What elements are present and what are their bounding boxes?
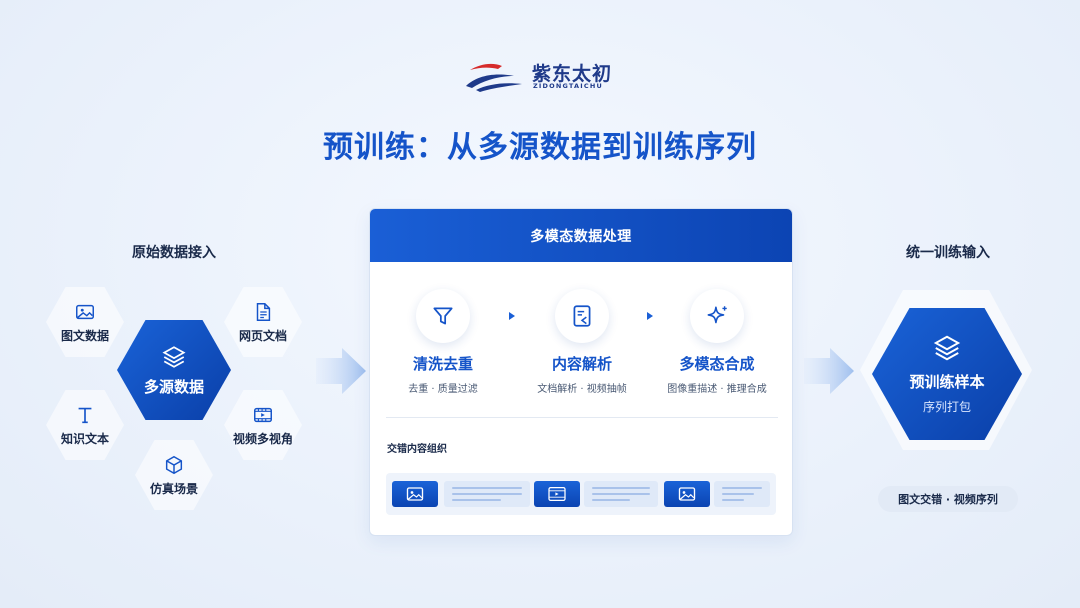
logo-name: 紫东太初 xyxy=(532,63,613,85)
output-hex: 预训练样本 序列打包 xyxy=(872,308,1022,440)
source-label: 网页文档 xyxy=(238,328,287,343)
logo-subtitle: ZIDONGTAICHU xyxy=(533,82,603,90)
layers-icon xyxy=(162,345,186,368)
image-token-block xyxy=(392,481,438,507)
step-arrow-icon xyxy=(647,312,653,320)
image-token-block xyxy=(664,481,710,507)
text-token-block xyxy=(584,481,658,507)
image-icon xyxy=(678,487,696,501)
text-token-block xyxy=(714,481,770,507)
image-icon xyxy=(76,304,94,319)
step-clean-dedup: 清洗去重 去重 · 质量过滤 xyxy=(373,289,513,395)
processing-panel: 多模态数据处理 清洗去重 去重 · 质量过滤 内容解析 文档解析 · 视频抽帧 … xyxy=(369,208,793,536)
step-content-parse: 内容解析 文档解析 · 视频抽帧 xyxy=(512,289,652,395)
source-label: 仿真场景 xyxy=(149,481,198,496)
output-format-pill: 图文交错 · 视频序列 xyxy=(878,486,1018,512)
flow-arrow-right xyxy=(804,348,854,398)
source-label: 视频多视角 xyxy=(232,431,293,446)
right-section-label: 统一训练输入 xyxy=(906,245,990,261)
step-title: 清洗去重 xyxy=(412,355,473,373)
logo-swoosh-icon xyxy=(466,63,522,92)
source-hex-simulation: 仿真场景 xyxy=(135,440,213,510)
text-token-block xyxy=(444,481,530,507)
chevron-right-icon xyxy=(804,348,854,394)
step-multimodal-synthesis: 多模态合成 图像重描述 · 推理合成 xyxy=(647,289,787,395)
image-icon xyxy=(406,487,424,501)
text-icon xyxy=(78,407,92,423)
interleaved-sequence-strip xyxy=(386,473,776,515)
left-section-label: 原始数据接入 xyxy=(132,245,216,261)
filter-icon xyxy=(433,307,453,325)
panel-header: 多模态数据处理 xyxy=(370,209,792,262)
layers-icon xyxy=(933,335,961,361)
sparkle-icon xyxy=(707,306,727,324)
cube-icon xyxy=(165,455,183,474)
source-hex-video: 视频多视角 xyxy=(224,390,302,460)
parse-icon xyxy=(573,305,591,327)
video-icon xyxy=(254,407,272,422)
document-icon xyxy=(256,302,271,321)
video-token-block xyxy=(534,481,580,507)
step-icon-circle xyxy=(416,289,470,343)
step-title: 内容解析 xyxy=(551,355,612,373)
panel-divider xyxy=(386,417,778,418)
step-arrow-icon xyxy=(509,312,515,320)
step-subtitle: 文档解析 · 视频抽帧 xyxy=(537,384,627,395)
center-hex-multisource: 多源数据 xyxy=(117,320,231,420)
interleave-label: 交错内容组织 xyxy=(387,444,447,455)
step-title: 多模态合成 xyxy=(679,355,755,373)
center-hex-label: 多源数据 xyxy=(143,377,204,396)
output-hex-title: 预训练样本 xyxy=(909,373,985,391)
step-icon-circle xyxy=(690,289,744,343)
page-title: 预训练：从多源数据到训练序列 xyxy=(323,130,757,165)
source-label: 图文数据 xyxy=(60,328,109,343)
source-label: 知识文本 xyxy=(60,431,109,446)
flow-arrow-left xyxy=(316,348,366,398)
source-hex-knowledge-text: 知识文本 xyxy=(46,390,124,460)
chevron-right-icon xyxy=(316,348,366,394)
source-hex-web-doc: 网页文档 xyxy=(224,287,302,357)
step-icon-circle xyxy=(555,289,609,343)
step-subtitle: 图像重描述 · 推理合成 xyxy=(667,384,767,395)
logo xyxy=(462,56,632,96)
step-subtitle: 去重 · 质量过滤 xyxy=(408,384,478,395)
output-hex-subtitle: 序列打包 xyxy=(922,400,971,414)
source-hex-image-text: 图文数据 xyxy=(46,287,124,357)
video-icon xyxy=(548,486,566,502)
